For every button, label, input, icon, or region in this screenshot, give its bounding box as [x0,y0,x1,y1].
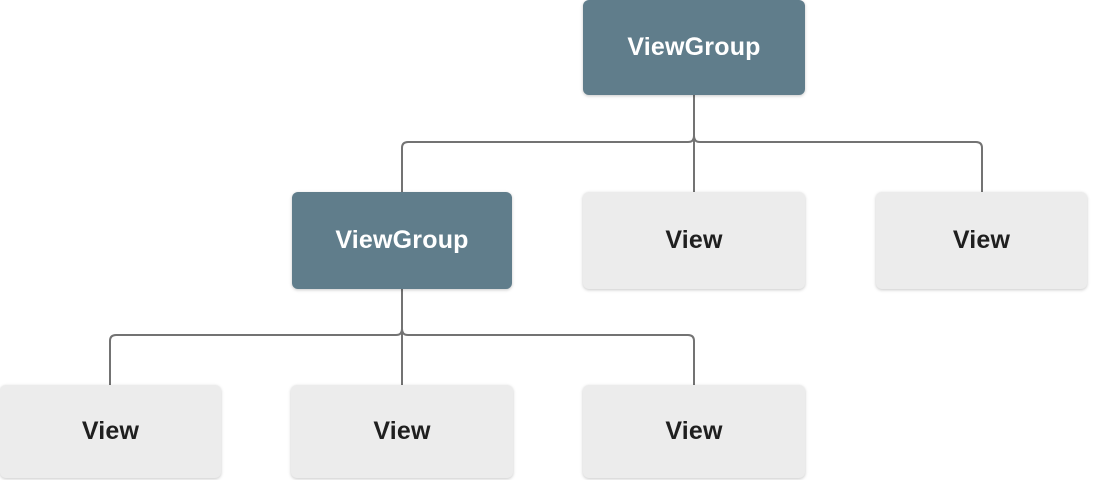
connector-root-to-viewgroup [401,95,695,192]
connector-viewgroup-to-view-right [401,289,695,385]
node-label: View [665,417,723,445]
node-label: View [952,226,1011,254]
node-level2-view-middle: View [583,192,805,289]
connector-viewgroup-to-view-left [109,289,403,385]
node-level3-view-left: View [0,385,221,478]
node-level3-view-middle: View [291,385,513,478]
node-label: ViewGroup [335,226,469,254]
node-level2-viewgroup: ViewGroup [292,192,512,289]
node-level2-view-right: View [876,192,1087,289]
node-label: View [373,417,431,445]
node-label: View [665,226,723,254]
node-root-viewgroup: ViewGroup [583,0,805,95]
node-label: View [81,417,140,445]
node-label: ViewGroup [627,33,761,61]
node-level3-view-right: View [583,385,805,478]
connector-root-to-view-right [693,95,983,192]
